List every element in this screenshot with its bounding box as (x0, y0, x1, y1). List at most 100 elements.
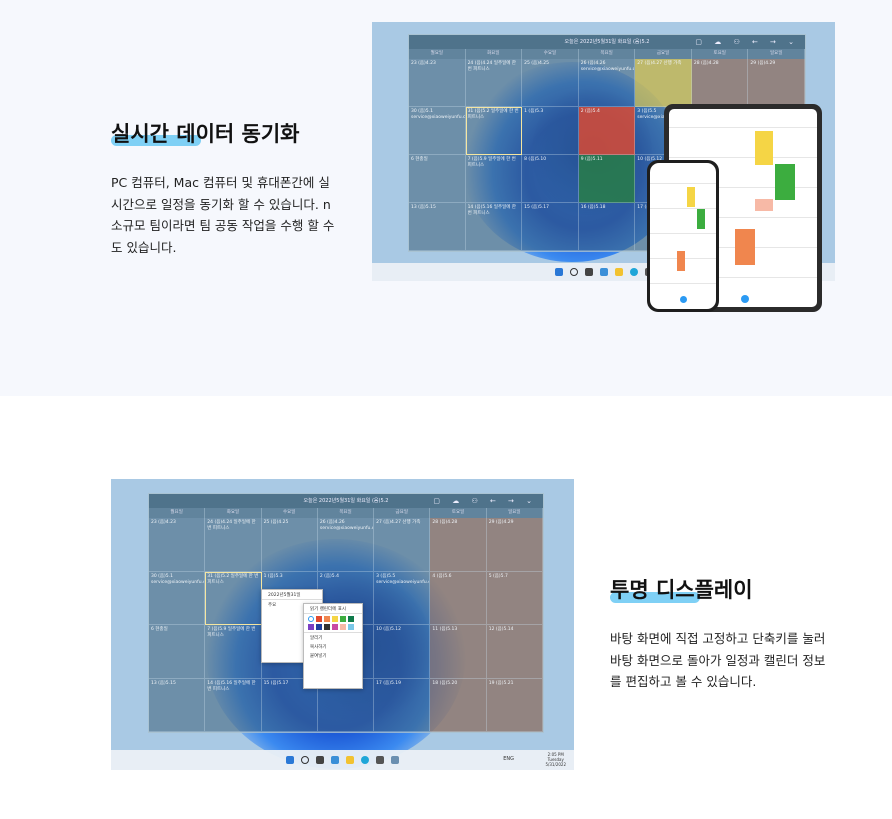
day-cell[interactable]: 3 (음)5.5 service@xiaoweiyunfu.com (374, 571, 431, 625)
day-cell[interactable]: 27 (음)4.27 산행 가족 (374, 518, 431, 572)
file-explorer-icon[interactable] (614, 268, 623, 276)
day-cell[interactable]: 11 (음)5.13 (430, 625, 487, 679)
menu-item[interactable]: 붙여넣기 (310, 653, 327, 659)
day-cell[interactable]: 28 (음)4.28 (430, 518, 487, 572)
day-cell[interactable]: 26 (음)4.26 service@xiaoweiyunfu.com (578, 59, 636, 107)
day-cell[interactable]: 29 (음)4.29 (748, 59, 805, 107)
edge-icon[interactable] (361, 756, 369, 764)
transparent-section: 오늘은 2022년5월31일 화요일 (음)5.2 ▢ ☁ ⚇ ← → ⌄ 월요… (0, 396, 892, 819)
day-cell[interactable]: 13 (음)5.15 (149, 678, 206, 732)
day-cell[interactable]: 26 (음)4.26 service@xiaoweiyunfu.com (317, 518, 375, 572)
day-cell[interactable]: 9 (음)5.11 (578, 155, 636, 203)
day-cell[interactable]: 4 (음)5.6 (430, 571, 487, 625)
calendar-app-icon[interactable] (391, 756, 399, 764)
day-cell[interactable]: 7 (음)5.9 일주일에 한 번 피트니스 (465, 155, 523, 203)
event-block[interactable] (677, 251, 685, 271)
swatch[interactable] (348, 624, 354, 630)
swatch[interactable] (332, 624, 338, 630)
swatch[interactable] (316, 616, 322, 622)
swatch[interactable] (348, 616, 354, 622)
tray-date: 5/31/2022 (545, 762, 566, 767)
swatch[interactable] (340, 624, 346, 630)
search-icon[interactable] (301, 756, 309, 764)
event-block[interactable] (775, 164, 795, 200)
day-cell[interactable]: 16 (음)5.18 (578, 203, 636, 251)
title-highlight (111, 135, 201, 146)
day-cell[interactable]: 6 현충일 (149, 625, 206, 679)
day-cell[interactable]: 18 (음)5.20 (430, 678, 487, 732)
day-cell[interactable]: 1 (음)5.3 (522, 107, 579, 155)
day-cell[interactable]: 5 (음)5.7 (486, 571, 543, 625)
widgets-icon[interactable] (331, 756, 339, 764)
weekday: 화요일 (465, 49, 523, 59)
calendar-toolbar-icons: ▢ ☁ ⚇ ← → ⌄ (433, 497, 537, 505)
transparent-description: 바탕 화면에 직접 고정하고 단축키를 눌러 바탕 화면으로 돌아가 일정과 캘… (610, 631, 826, 689)
store-icon[interactable] (376, 756, 384, 764)
event-block[interactable] (735, 229, 755, 265)
start-icon[interactable] (554, 268, 563, 276)
day-cell[interactable]: 30 (음)5.1 service@xiaoweiyunfu.com (409, 107, 466, 155)
day-cell[interactable]: 13 (음)5.15 (409, 203, 466, 251)
day-cell[interactable]: 7 (음)5.9 일주일에 한 번 피트니스 (205, 625, 262, 679)
day-cell[interactable]: 2 (음)5.4 (578, 107, 636, 155)
day-cell[interactable]: 27 (음)4.27 산행 가족 (635, 59, 692, 107)
event-block[interactable] (697, 209, 705, 229)
day-cell[interactable]: 8 (음)5.10 (522, 155, 579, 203)
title-highlight (610, 592, 700, 603)
add-icon[interactable] (741, 295, 749, 303)
day-cell[interactable]: 14 (음)5.16 일주일에 한 번 피트니스 (205, 678, 262, 732)
weekday: 일요일 (486, 508, 543, 518)
day-cell[interactable]: 23 (음)4.23 (149, 518, 206, 572)
menu-item[interactable]: 복사하기 (310, 644, 327, 650)
day-cell[interactable]: 15 (음)5.17 (261, 678, 318, 732)
swatch[interactable] (332, 616, 338, 622)
file-explorer-icon[interactable] (346, 756, 354, 764)
weekday: 월요일 (149, 508, 206, 518)
widgets-icon[interactable] (599, 268, 608, 276)
tray-time: 2:05 PM (547, 752, 564, 757)
no-color-swatch[interactable] (308, 616, 314, 622)
day-cell-today[interactable]: 31 (음)5.2 일주일에 한 번 피트니스 (465, 107, 523, 155)
day-cell[interactable]: 25 (음)4.25 (261, 518, 318, 572)
day-cell[interactable]: 24 (음)4.24 일주일에 한 번 피트니스 (205, 518, 262, 572)
task-view-icon[interactable] (584, 268, 593, 276)
popup-input[interactable]: 주요 (268, 602, 277, 608)
weekday: 월요일 (409, 49, 466, 59)
add-icon[interactable] (680, 296, 687, 303)
start-icon[interactable] (286, 756, 294, 764)
day-cell[interactable]: 30 (음)5.1 service@xiaoweiyunfu.com (149, 571, 206, 625)
day-cell[interactable]: 19 (음)5.21 (486, 678, 543, 732)
task-view-icon[interactable] (316, 756, 324, 764)
day-cell[interactable]: 17 (음)5.19 (374, 678, 431, 732)
event-block[interactable] (755, 131, 773, 165)
day-cell[interactable]: 12 (음)5.14 (486, 625, 543, 679)
weekday: 화요일 (205, 508, 262, 518)
swatch[interactable] (324, 616, 330, 622)
day-cell[interactable]: 14 (음)5.16 일주일에 한 번 피트니스 (465, 203, 523, 251)
event-block[interactable] (755, 199, 773, 211)
day-cell[interactable]: 10 (음)5.12 (374, 625, 431, 679)
search-icon[interactable] (569, 268, 578, 276)
day-cell[interactable]: 23 (음)4.23 (409, 59, 466, 107)
system-tray-clock[interactable]: 2:05 PM Tuesday 5/31/2022 (545, 752, 566, 767)
day-cell[interactable]: 28 (음)4.28 (691, 59, 749, 107)
tray-language[interactable]: ENG (503, 756, 514, 762)
day-cell-today[interactable]: 31 (음)5.2 일주일에 한 번 피트니스 (205, 571, 262, 625)
menu-title[interactable]: 읽기 캘린더에 표시 (304, 604, 362, 614)
swatch[interactable] (340, 616, 346, 622)
event-block[interactable] (687, 187, 695, 207)
transparent-title: 투명 디스플레이 (610, 578, 753, 602)
edge-icon[interactable] (629, 268, 638, 276)
swatch[interactable] (308, 624, 314, 630)
weekday: 수요일 (522, 49, 579, 59)
day-cell[interactable]: 29 (음)4.29 (486, 518, 543, 572)
swatch[interactable] (316, 624, 322, 630)
windows-taskbar: 2:05 PM Tuesday 5/31/2022 ENG (111, 750, 574, 770)
day-cell[interactable]: 15 (음)5.17 (522, 203, 579, 251)
swatch[interactable] (324, 624, 330, 630)
day-cell[interactable]: 25 (음)4.25 (522, 59, 579, 107)
day-cell[interactable]: 24 (음)4.24 일주일에 한 번 피트니스 (465, 59, 523, 107)
phone-device (647, 160, 719, 312)
day-cell[interactable]: 6 현충일 (409, 155, 466, 203)
menu-item[interactable]: 알리기 (304, 632, 362, 642)
